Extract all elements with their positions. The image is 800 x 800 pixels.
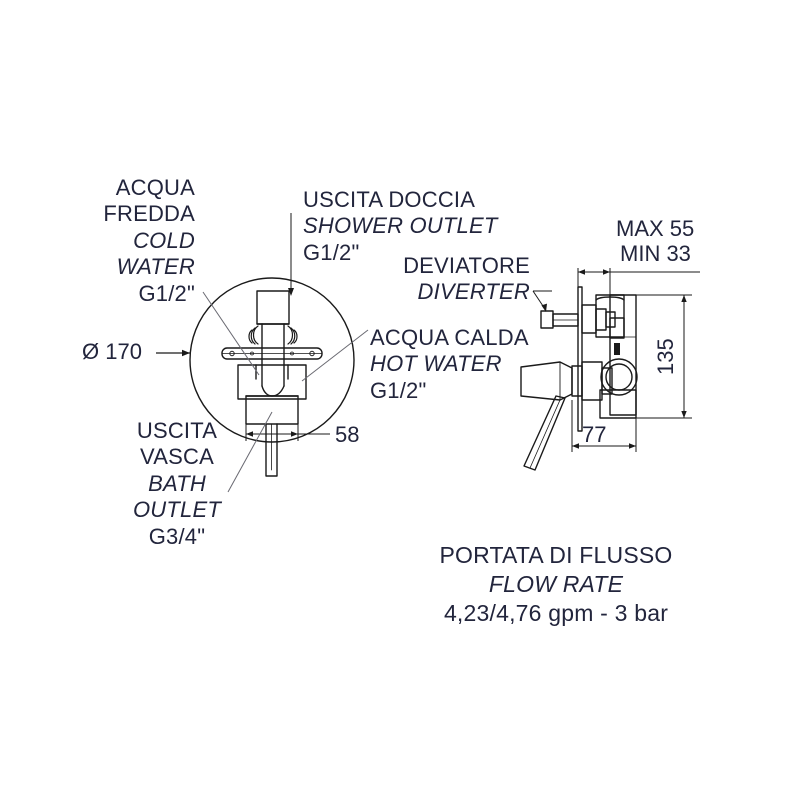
label-bath-outlet-line-4: G3/4" <box>148 523 206 549</box>
label-hot-water: ACQUA CALDA HOT WATER G1/2" <box>370 325 529 404</box>
leader-shower-outlet <box>288 213 294 296</box>
leader-cold-water <box>202 291 260 376</box>
label-cold-water-line-4: G1/2" <box>138 280 195 306</box>
lower-body <box>599 389 637 419</box>
label-cold-water-line-2: COLD <box>133 227 195 253</box>
bearing-rings <box>248 325 298 345</box>
lever-arm <box>523 395 566 471</box>
label-cold-water-line-1: FREDDA <box>103 201 195 227</box>
leader-bath-outlet <box>227 411 273 493</box>
body-column <box>609 294 637 416</box>
dimension-135-text: 135 <box>653 338 678 375</box>
dimension-max-text: MAX 55 <box>616 216 695 241</box>
label-cold-water: ACQUA FREDDA COLD WATER G1/2" <box>103 175 195 307</box>
label-diverter-line-1: DIVERTER <box>417 279 530 305</box>
inlet-bar <box>221 347 323 360</box>
dimension-min-text: MIN 33 <box>620 241 691 266</box>
diverter-knob <box>540 310 579 329</box>
label-bath-outlet-line-0: USCITA <box>136 418 218 443</box>
label-cold-water-line-0: ACQUA <box>115 175 195 200</box>
top-cap <box>256 290 290 325</box>
label-bath-outlet-line-3: OUTLET <box>133 497 221 523</box>
lever-handle-front <box>265 423 278 477</box>
flow-rate-block: PORTATA DI FLUSSO FLOW RATE 4,23/4,76 gp… <box>0 541 800 627</box>
label-hot-water-line-0: ACQUA CALDA <box>370 325 529 350</box>
label-bath-outlet: USCITA VASCA BATH OUTLET G3/4" <box>133 418 221 550</box>
label-hot-water-line-2: G1/2" <box>370 377 427 403</box>
label-bath-outlet-line-2: BATH <box>148 470 206 496</box>
escutcheon-circle <box>189 277 355 443</box>
lever-body <box>520 361 573 401</box>
flow-rate-line-1: FLOW RATE <box>488 570 624 597</box>
label-cold-water-line-3: WATER <box>116 254 195 280</box>
label-bath-outlet-line-1: VASCA <box>140 444 214 470</box>
label-diverter-line-0: DEVIATORE <box>403 253 530 278</box>
label-shower-outlet-line-2: G1/2" <box>303 239 360 265</box>
label-diverter: DEVIATORE DIVERTER <box>403 253 530 306</box>
dimension-diameter-text: Ø 170 <box>82 339 142 364</box>
dimension-77-text: 77 <box>582 422 607 447</box>
front-view-group <box>189 277 355 477</box>
dimension-77 <box>571 400 637 452</box>
side-view-group <box>520 286 638 471</box>
flow-rate-line-0: PORTATA DI FLUSSO <box>439 542 673 568</box>
dimension-max-min <box>577 268 700 295</box>
leader-hot-water <box>301 329 369 382</box>
diameter-leader <box>156 349 190 357</box>
dimension-135 <box>636 294 692 419</box>
dimension-58-text: 58 <box>335 422 360 447</box>
label-shower-outlet-line-0: USCITA DOCCIA <box>303 187 476 212</box>
leader-diverter <box>532 290 552 312</box>
label-shower-outlet: USCITA DOCCIA SHOWER OUTLET G1/2" <box>303 187 498 266</box>
wall-plate <box>577 286 583 432</box>
label-shower-outlet-line-1: SHOWER OUTLET <box>303 213 498 239</box>
dimension-58 <box>245 424 330 441</box>
label-hot-water-line-1: HOT WATER <box>370 351 502 377</box>
valve-body <box>237 364 307 425</box>
valve-stem <box>261 323 285 387</box>
flow-rate-line-2: 4,23/4,76 gpm - 3 bar <box>443 599 669 626</box>
